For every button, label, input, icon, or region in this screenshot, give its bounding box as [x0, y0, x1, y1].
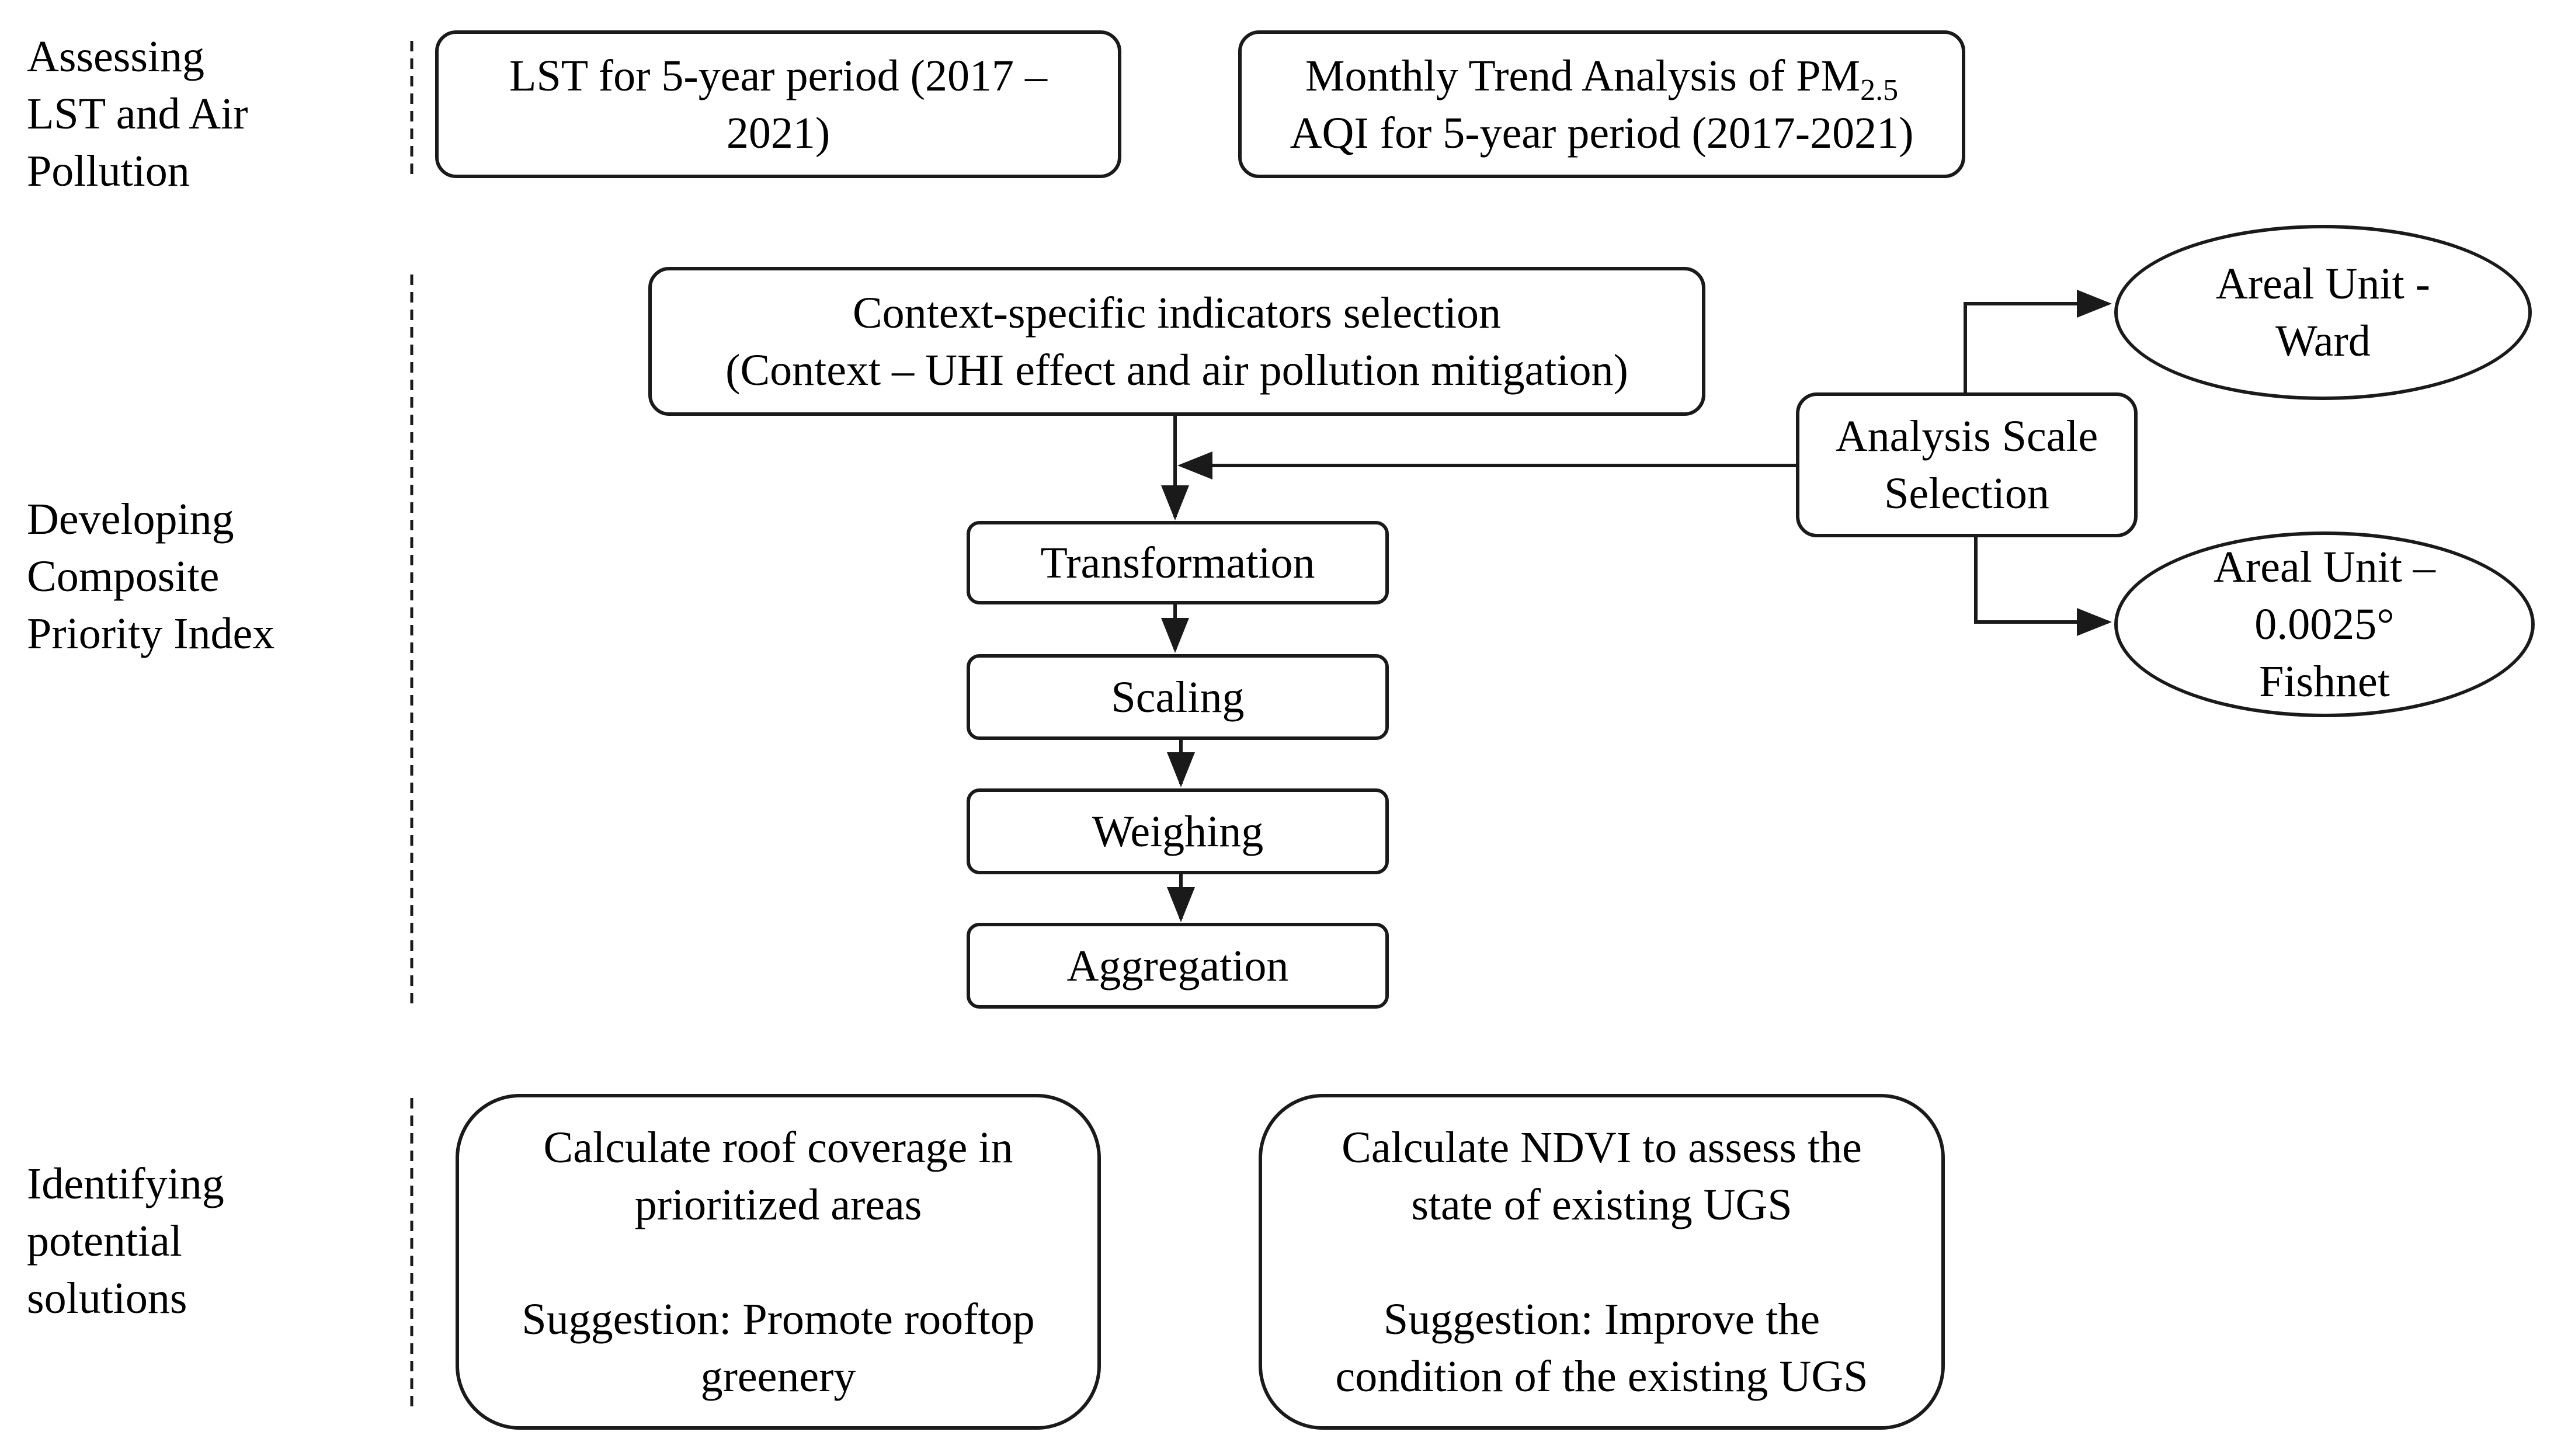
indicators-selection-box: Context-specific indicators selection (C… — [648, 267, 1705, 416]
scaling-box: Scaling — [967, 654, 1389, 740]
arrow-scale-to-fishnet — [1974, 537, 2112, 636]
arrow-scale-to-ward — [1964, 290, 2112, 392]
stage-label-identifying: Identifying potential solutions — [27, 1159, 224, 1323]
analysis-scale-box: Analysis Scale Selection — [1796, 392, 2138, 537]
areal-unit-fishnet-ellipse: Areal Unit – 0.0025° Fishnet — [2114, 531, 2535, 717]
lst-box: LST for 5-year period (2017 – 2021) — [435, 30, 1121, 178]
aggregation-box: Aggregation — [967, 923, 1389, 1009]
weighing-box: Weighing — [967, 788, 1389, 874]
stage-label-developing: Developing Composite Priority Index — [27, 495, 275, 658]
stage-label-assessing: Assessing LST and Air Pollution — [27, 32, 248, 196]
areal-unit-ward-ellipse: Areal Unit - Ward — [2114, 225, 2532, 400]
transformation-box: Transformation — [967, 521, 1389, 604]
pm25-aqi-box: Monthly Trend Analysis of PM2.5 AQI for … — [1238, 30, 1965, 178]
roof-coverage-box: Calculate roof coverage in prioritized a… — [456, 1094, 1101, 1430]
ndvi-box: Calculate NDVI to assess the state of ex… — [1259, 1094, 1945, 1430]
